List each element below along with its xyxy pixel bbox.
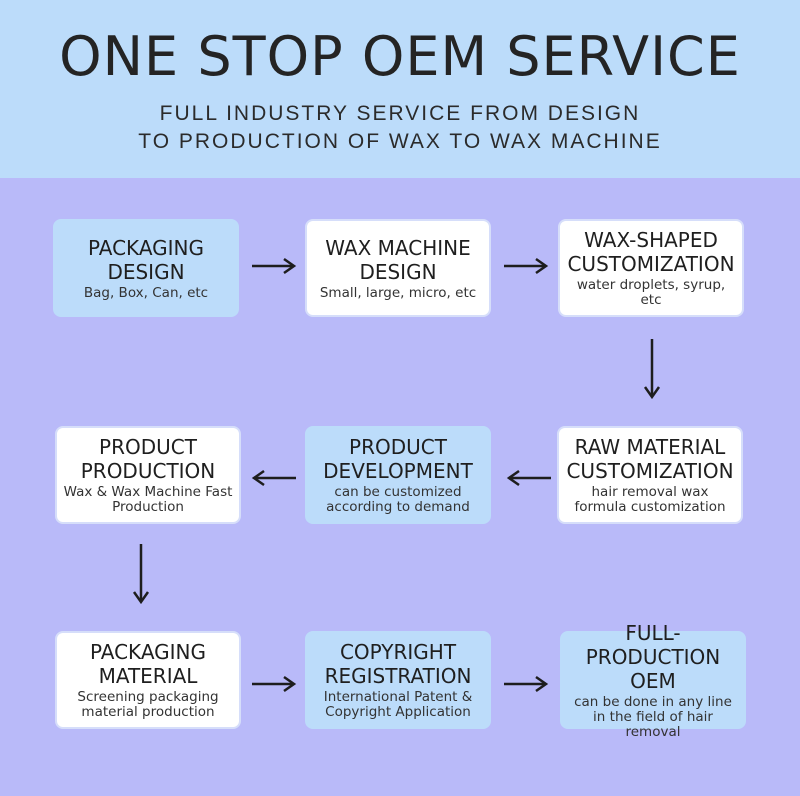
step-desc: Small, large, micro, etc <box>319 284 477 301</box>
arrow-right-icon <box>252 257 297 275</box>
step-full-production-oem: FULL-PRODUCTION OEM can be done in any l… <box>560 621 746 739</box>
step-wax-shaped-customization: WAX-SHAPED CUSTOMIZATION water droplets,… <box>558 219 744 317</box>
step-desc: water droplets, syrup, etc <box>576 277 726 308</box>
step-title: WAX-SHAPED CUSTOMIZATION <box>567 228 735 276</box>
step-title: PACKAGING DESIGN <box>87 235 205 284</box>
step-copyright-registration: COPYRIGHT REGISTRATION International Pat… <box>305 631 491 729</box>
step-desc: International Patent & Copyright Applica… <box>323 689 473 720</box>
step-desc: Screening packaging material production <box>77 689 219 720</box>
step-title: COPYRIGHT REGISTRATION <box>324 640 472 688</box>
step-raw-material-customization: RAW MATERIAL CUSTOMIZATION hair removal … <box>557 426 743 524</box>
header-banner: ONE STOP OEM SERVICE FULL INDUSTRY SERVI… <box>0 0 800 178</box>
arrow-right-icon <box>504 675 549 693</box>
arrow-right-icon <box>252 675 297 693</box>
arrow-right-icon <box>504 257 549 275</box>
step-desc: Wax & Wax Machine Fast Production <box>63 484 233 515</box>
step-desc: can be customized according to demand <box>326 484 470 515</box>
step-title: PRODUCT DEVELOPMENT <box>323 435 473 483</box>
step-title: RAW MATERIAL CUSTOMIZATION <box>566 435 734 483</box>
step-title: WAX MACHINE DESIGN <box>325 235 471 284</box>
arrow-down-icon <box>643 339 661 400</box>
step-title: FULL-PRODUCTION OEM <box>585 620 721 693</box>
step-desc: hair removal wax formula customization <box>574 484 726 515</box>
step-title: PRODUCT PRODUCTION <box>80 435 216 483</box>
subtitle-line-2: TO PRODUCTION OF WAX TO WAX MACHINE <box>138 130 662 153</box>
step-wax-machine-design: WAX MACHINE DESIGN Small, large, micro, … <box>305 219 491 317</box>
step-desc: Bag, Box, Can, etc <box>83 284 209 301</box>
step-packaging-material: PACKAGING MATERIAL Screening packaging m… <box>55 631 241 729</box>
arrow-left-icon <box>506 469 551 487</box>
step-product-production: PRODUCT PRODUCTION Wax & Wax Machine Fas… <box>55 426 241 524</box>
page-title: ONE STOP OEM SERVICE <box>59 25 741 88</box>
arrow-left-icon <box>251 469 296 487</box>
step-packaging-design: PACKAGING DESIGN Bag, Box, Can, etc <box>53 219 239 317</box>
step-title: PACKAGING MATERIAL <box>89 640 207 688</box>
page-subtitle: FULL INDUSTRY SERVICE FROM DESIGN TO PRO… <box>0 100 800 156</box>
subtitle-line-1: FULL INDUSTRY SERVICE FROM DESIGN <box>159 102 641 125</box>
arrow-down-icon <box>132 544 150 605</box>
step-product-development: PRODUCT DEVELOPMENT can be customized ac… <box>305 426 491 524</box>
step-desc: can be done in any line in the field of … <box>574 693 732 740</box>
